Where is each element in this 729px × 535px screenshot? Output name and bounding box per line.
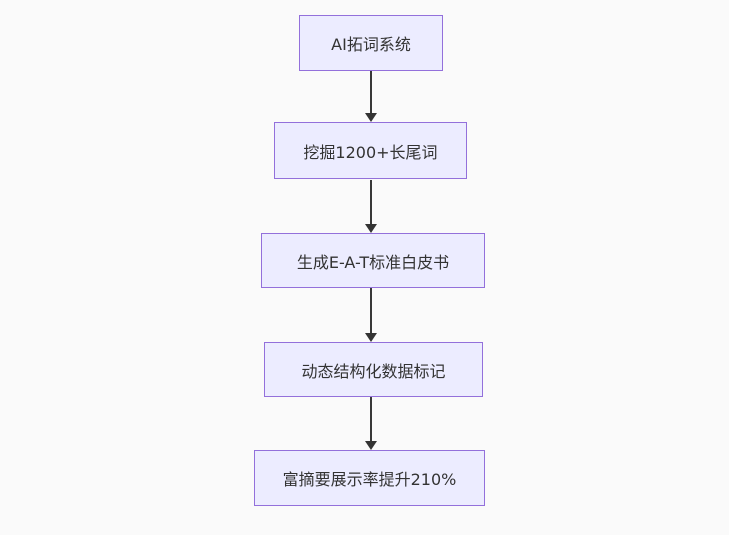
- flow-node-label: 挖掘1200+长尾词: [303, 142, 438, 162]
- arrowhead-down-icon: [365, 224, 377, 233]
- edge-line: [370, 71, 372, 114]
- arrowhead-down-icon: [365, 113, 377, 122]
- flow-node-ai-keyword-system: AI拓词系统: [299, 15, 443, 71]
- edge-line: [370, 180, 372, 225]
- arrowhead-down-icon: [365, 441, 377, 450]
- flow-node-label: 生成E-A-T标准白皮书: [296, 252, 450, 272]
- flow-node-eat-whitepaper: 生成E-A-T标准白皮书: [261, 233, 485, 288]
- flow-node-structured-data-markup: 动态结构化数据标记: [264, 342, 483, 397]
- flow-node-label: 动态结构化数据标记: [301, 361, 446, 381]
- edge-line: [370, 397, 372, 442]
- flow-node-label: 富摘要展示率提升210%: [282, 470, 457, 489]
- edge-line: [370, 288, 372, 334]
- flow-node-rich-snippet-rate: 富摘要展示率提升210%: [254, 450, 485, 506]
- flow-edge-2: [365, 180, 377, 233]
- flow-edge-1: [365, 71, 377, 122]
- flow-node-longtail-mining: 挖掘1200+长尾词: [274, 122, 467, 179]
- arrowhead-down-icon: [365, 333, 377, 342]
- flow-edge-3: [365, 288, 377, 342]
- flow-node-label: AI拓词系统: [331, 35, 411, 54]
- flow-edge-4: [365, 397, 377, 450]
